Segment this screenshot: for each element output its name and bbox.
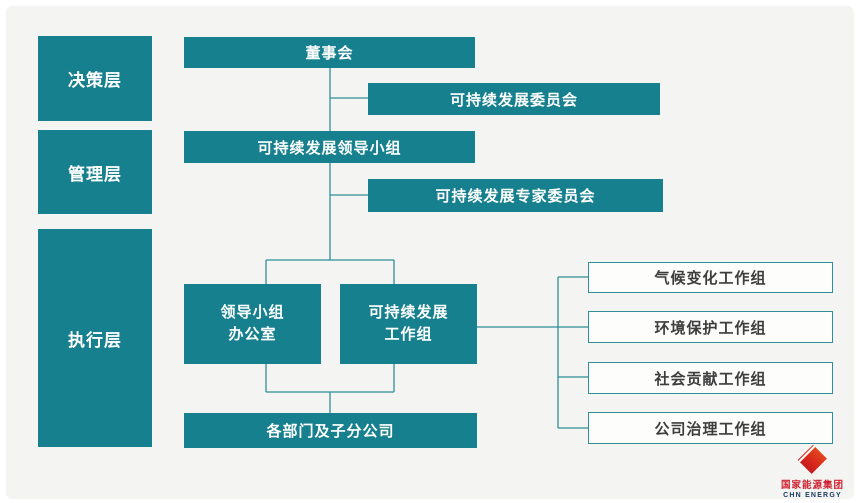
node-corporate-governance-working-group: 公司治理工作组	[588, 412, 833, 444]
node-label-line1: 领导小组	[220, 304, 285, 322]
layer-box-execution: 执行层	[38, 229, 152, 447]
company-name-chinese: 国家能源集团	[780, 480, 844, 491]
chn-energy-diamond-icon	[797, 444, 828, 476]
company-logo: 国家能源集团 CHN ENERGY	[775, 444, 850, 499]
node-label: 公司治理工作组	[654, 420, 767, 438]
node-label: 可持续发展委员会	[449, 91, 578, 109]
node-sustainability-committee: 可持续发展委员会	[368, 83, 660, 115]
node-board-of-directors: 董事会	[184, 37, 475, 68]
node-label-line2: 办公室	[228, 326, 277, 343]
node-climate-change-working-group: 气候变化工作组	[588, 262, 833, 293]
company-name-english: CHN ENERGY	[783, 492, 842, 499]
node-expert-committee: 可持续发展专家委员会	[368, 179, 663, 212]
node-label: 董事会	[305, 45, 354, 62]
node-label: 可持续发展领导小组	[257, 139, 402, 157]
node-label: 社会贡献工作组	[654, 370, 767, 388]
layer-label: 管理层	[68, 164, 122, 184]
node-sustainability-leading-group: 可持续发展领导小组	[184, 131, 475, 163]
node-label: 各部门及子分公司	[266, 423, 395, 440]
node-social-contribution-working-group: 社会贡献工作组	[588, 362, 833, 394]
node-environment-protection-working-group: 环境保护工作组	[588, 311, 833, 343]
layer-box-decision: 决策层	[38, 36, 152, 121]
node-label-line2: 工作组	[384, 326, 433, 343]
layer-box-management: 管理层	[38, 130, 152, 214]
node-sustainability-working-group: 可持续发展 工作组	[340, 284, 477, 364]
node-label: 环境保护工作组	[654, 319, 767, 337]
node-label: 气候变化工作组	[654, 270, 767, 287]
layer-label: 决策层	[68, 71, 122, 90]
node-leading-group-office: 领导小组 办公室	[184, 284, 321, 364]
node-label: 可持续发展专家委员会	[435, 188, 596, 205]
layer-label: 执行层	[68, 330, 122, 350]
node-label-line1: 可持续发展	[368, 304, 449, 322]
node-departments-subsidiaries: 各部门及子分公司	[184, 413, 477, 448]
